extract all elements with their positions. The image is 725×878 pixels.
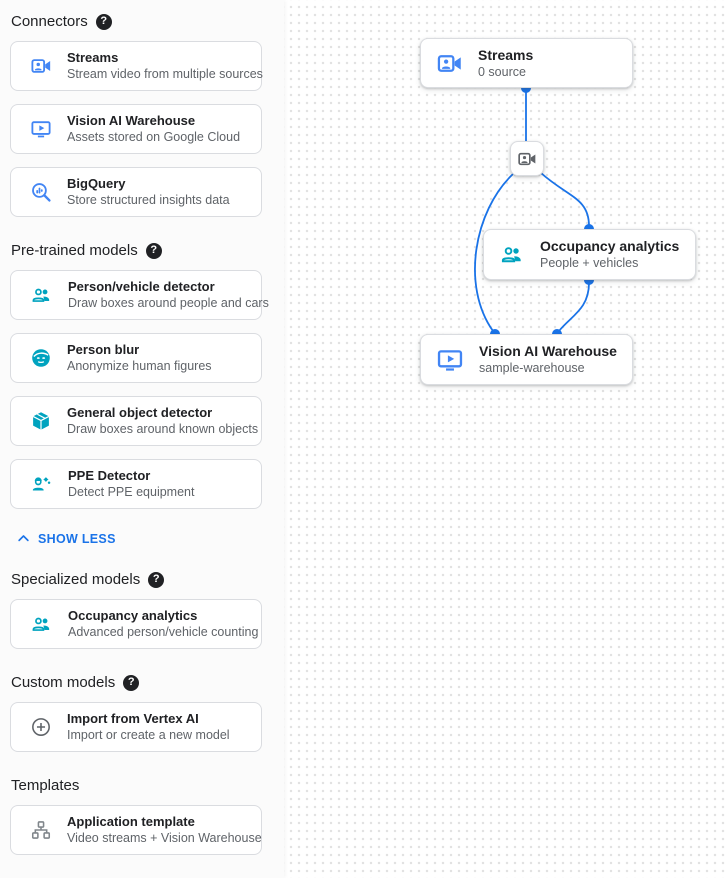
card-title: Person blur [67,342,140,357]
node-vision-ai-warehouse[interactable]: Vision AI Warehouse sample-warehouse [420,334,633,385]
card-text: Person/vehicle detector Draw boxes aroun… [68,279,269,311]
help-icon[interactable]: ? [95,13,112,30]
card-subtitle: Assets stored on Google Cloud [67,130,241,144]
card-application-template[interactable]: Application template Video streams + Vis… [10,805,262,855]
help-icon[interactable]: ? [145,242,162,259]
card-person-blur[interactable]: Person blur Anonymize human figures [10,333,262,383]
section-title-custom: Custom models [11,674,116,691]
card-subtitle: Anonymize human figures [67,359,212,373]
people-icon [30,613,53,636]
card-title: Vision AI Warehouse [67,113,196,128]
card-subtitle: Advanced person/vehicle counting [68,625,259,639]
component-panel: Connectors ? Streams Stream video from m… [0,0,284,878]
card-text: Vision AI Warehouse Assets stored on Goo… [67,113,240,145]
section-custom-models: Custom models ? Import from Vertex AI Im… [10,674,284,752]
card-subtitle: Store structured insights data [67,193,230,207]
section-specialized-models: Specialized models ? Occupancy analytics… [10,571,284,649]
cube-icon [30,410,52,432]
edges-layer [474,83,594,339]
section-templates: Templates Application template Video str… [10,777,284,855]
node-title: Occupancy analytics [540,238,680,254]
edge-occupancy-to-warehouse [558,282,590,332]
section-header: Connectors ? [11,13,284,30]
card-general-object-detector[interactable]: General object detector Draw boxes aroun… [10,396,262,446]
section-title-pretrained: Pre-trained models [11,242,138,259]
node-subtitle: sample-warehouse [479,361,585,375]
face-icon [30,347,52,369]
card-import-from-vertex-ai[interactable]: Import from Vertex AI Import or create a… [10,702,262,752]
card-text: Streams Stream video from multiple sourc… [67,50,263,82]
node-text: Streams 0 source [478,47,533,80]
section-title-templates: Templates [11,777,80,794]
plus-circle-icon [30,716,52,738]
section-title-specialized: Specialized models [11,571,141,588]
video-camera-icon [436,50,463,77]
card-text: BigQuery Store structured insights data [67,176,230,208]
section-header: Pre-trained models ? [11,242,284,259]
engineering-icon [30,473,53,496]
monitor-play-icon [30,118,52,140]
help-icon[interactable]: ? [123,674,140,691]
card-vision-ai-warehouse[interactable]: Vision AI Warehouse Assets stored on Goo… [10,104,262,154]
card-title: Application template [67,814,195,829]
card-bigquery[interactable]: BigQuery Store structured insights data [10,167,262,217]
section-header: Specialized models ? [11,571,284,588]
show-less-button[interactable]: SHOW LESS [16,531,284,546]
node-streams[interactable]: Streams 0 source [420,38,633,88]
bigquery-magnifier-icon [30,181,52,203]
card-subtitle: Import or create a new model [67,728,230,742]
video-camera-icon [30,55,52,77]
card-text: Person blur Anonymize human figures [67,342,212,374]
node-text: Vision AI Warehouse sample-warehouse [479,343,617,376]
section-title-connectors: Connectors [11,13,88,30]
card-subtitle: Draw boxes around people and cars [68,296,269,310]
help-icon[interactable]: ? [148,571,165,588]
edge-camera-to-occupancy [540,172,590,227]
card-person-vehicle-detector[interactable]: Person/vehicle detector Draw boxes aroun… [10,270,269,320]
card-title: Streams [67,50,119,65]
tree-icon [30,819,52,841]
card-streams[interactable]: Streams Stream video from multiple sourc… [10,41,263,91]
card-text: Application template Video streams + Vis… [67,814,262,846]
card-text: PPE Detector Detect PPE equipment [68,468,194,500]
card-title: BigQuery [67,176,126,191]
video-camera-icon [517,149,537,169]
section-header: Templates [11,777,284,794]
card-subtitle: Video streams + Vision Warehouse [67,831,262,845]
section-header: Custom models ? [11,674,284,691]
people-icon [30,284,53,307]
show-less-label: SHOW LESS [38,531,116,546]
card-subtitle: Detect PPE equipment [68,485,195,499]
pipeline-canvas[interactable]: Streams 0 source Occupancy analytics Peo… [284,0,725,878]
chevron-up-icon [16,531,31,546]
card-ppe-detector[interactable]: PPE Detector Detect PPE equipment [10,459,262,509]
card-title: Occupancy analytics [68,608,198,623]
node-title: Vision AI Warehouse [479,343,617,359]
card-title: Person/vehicle detector [68,279,215,294]
node-subtitle: 0 source [478,64,526,79]
node-subtitle: People + vehicles [540,256,639,270]
card-subtitle: Stream video from multiple sources [67,67,263,81]
card-text: General object detector Draw boxes aroun… [67,405,259,437]
card-text: Import from Vertex AI Import or create a… [67,711,230,743]
section-connectors: Connectors ? Streams Stream video from m… [10,13,284,217]
node-occupancy-analytics[interactable]: Occupancy analytics People + vehicles [483,229,696,280]
people-icon [499,242,525,268]
node-camera[interactable] [510,141,544,176]
card-title: PPE Detector [68,468,151,483]
node-text: Occupancy analytics People + vehicles [540,238,679,271]
section-pretrained-models: Pre-trained models ? Person/vehicle dete… [10,242,284,546]
card-occupancy-analytics[interactable]: Occupancy analytics Advanced person/vehi… [10,599,262,649]
card-text: Occupancy analytics Advanced person/vehi… [68,608,259,640]
card-title: Import from Vertex AI [67,711,199,726]
card-subtitle: Draw boxes around known objects [67,422,259,436]
monitor-play-icon [436,346,464,374]
node-title: Streams [478,46,534,63]
card-title: General object detector [67,405,213,420]
